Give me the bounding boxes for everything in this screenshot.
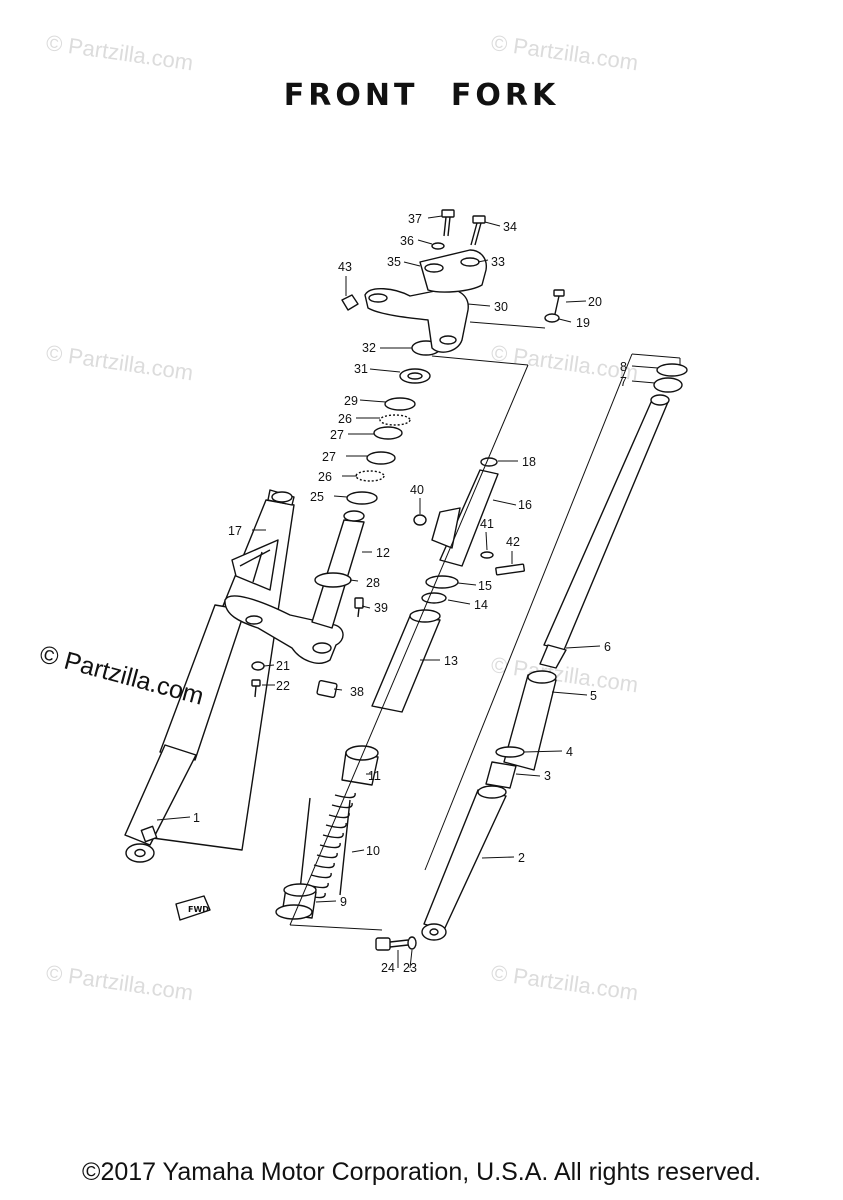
callout-8: 8: [620, 360, 627, 374]
callout-27-upper: 27: [330, 428, 344, 442]
callout-28: 28: [366, 576, 380, 590]
callout-15: 15: [478, 579, 492, 593]
bolt: [251, 679, 261, 698]
callout-25: 25: [310, 490, 324, 504]
callout-10: 10: [366, 844, 380, 858]
callout-13: 13: [444, 654, 458, 668]
fwd-arrow-badge: [175, 895, 211, 921]
callout-24: 24: [381, 961, 395, 975]
callout-6: 6: [604, 640, 611, 654]
callout-20: 20: [588, 295, 602, 309]
callout-30: 30: [494, 300, 508, 314]
callout-7: 7: [620, 375, 627, 389]
spring-seats: [341, 575, 459, 786]
callout-35: 35: [387, 255, 401, 269]
top-bolts: [431, 209, 486, 250]
fork-leg-right: [421, 363, 688, 941]
callout-2: 2: [518, 851, 525, 865]
callout-43: 43: [338, 260, 352, 274]
callout-4: 4: [566, 745, 573, 759]
callout-1: 1: [193, 811, 200, 825]
callout-37: 37: [408, 212, 422, 226]
under-bracket: [224, 510, 365, 699]
callout-3: 3: [544, 769, 551, 783]
callout-36: 36: [400, 234, 414, 248]
upper-bracket: [341, 249, 565, 353]
steering-bearings: [346, 340, 441, 505]
callout-41: 41: [480, 517, 494, 531]
callout-27-lower: 27: [322, 450, 336, 464]
callout-34: 34: [503, 220, 517, 234]
callout-26-upper: 26: [338, 412, 352, 426]
callout-26-lower: 26: [318, 470, 332, 484]
leader-lines: [156, 215, 659, 969]
callout-29: 29: [344, 394, 358, 408]
fork-bracket-16: [413, 457, 525, 576]
damper-seat: [275, 883, 317, 920]
callout-9: 9: [340, 895, 347, 909]
callout-40: 40: [410, 483, 424, 497]
callout-22: 22: [276, 679, 290, 693]
callout-31: 31: [354, 362, 368, 376]
assembly-guide-lines: [289, 321, 681, 931]
callout-19: 19: [576, 316, 590, 330]
callout-39: 39: [374, 601, 388, 615]
fork-leg-left: [124, 489, 295, 863]
callout-5: 5: [590, 689, 597, 703]
callout-numbers: 1 2 3 4 5 6 7 8 9 10 11 12 13 14 15 16 1…: [193, 212, 627, 975]
fwd-text: FWD: [188, 905, 209, 914]
callout-17: 17: [228, 524, 242, 538]
callout-16: 16: [518, 498, 532, 512]
callout-42: 42: [506, 535, 520, 549]
callout-18: 18: [522, 455, 536, 469]
copyright-footer: ©2017 Yamaha Motor Corporation, U.S.A. A…: [82, 1158, 761, 1186]
axle-bolt: [375, 936, 417, 951]
washer: [251, 661, 265, 671]
callout-14: 14: [474, 598, 488, 612]
diagram-title: FRONT FORK: [283, 78, 560, 113]
callout-32: 32: [362, 341, 376, 355]
callout-33: 33: [491, 255, 505, 269]
fork-spring: [299, 792, 356, 899]
callout-38: 38: [350, 685, 364, 699]
callout-21: 21: [276, 659, 290, 673]
callout-23: 23: [403, 961, 417, 975]
callout-12: 12: [376, 546, 390, 560]
callout-11: 11: [368, 769, 381, 783]
